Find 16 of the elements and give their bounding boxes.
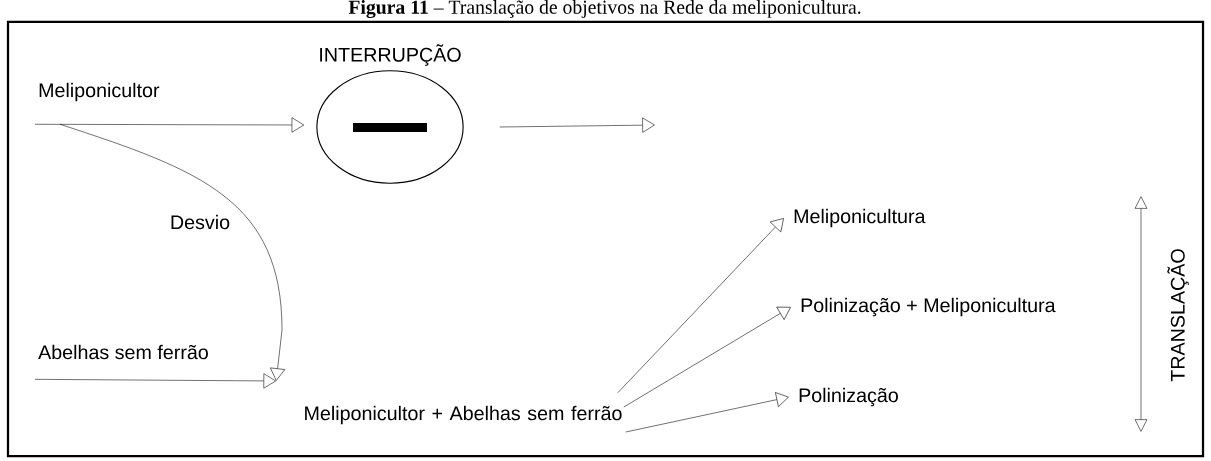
edge-label: Desvio — [168, 213, 232, 231]
node-text: Abelhas sem ferrão — [38, 344, 208, 360]
combined-text: Meliponicultor + Abelhas sem ferrão — [305, 405, 622, 425]
axis-label: TRANSLAÇÃO — [1167, 249, 1189, 382]
node-text: Polinização — [799, 387, 898, 407]
arrow — [59, 124, 286, 381]
arrow — [34, 373, 276, 389]
node-text: Meliponicultura — [794, 208, 926, 228]
arrow — [499, 117, 655, 133]
arrow — [625, 392, 789, 433]
arrow — [34, 117, 305, 133]
arrow — [623, 306, 791, 408]
arrow — [617, 218, 784, 393]
figure-title: Figura 11 – Translação de objetivos na Rede da meliponicultura. — [348, 0, 861, 18]
node-text: Meliponicultor — [39, 82, 160, 102]
node-text: Polinização + Meliponicultura — [801, 297, 1056, 317]
